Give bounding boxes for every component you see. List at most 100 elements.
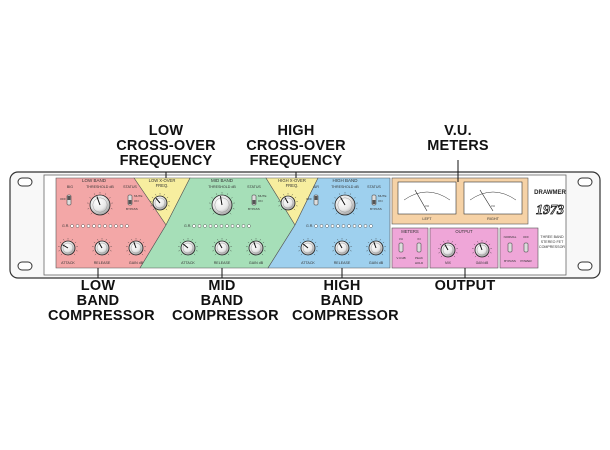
- low-crossover-callout: LOW CROSS-OVER FREQUENCY: [116, 124, 216, 169]
- low-band-line-3: COMPRESSOR: [48, 308, 155, 324]
- output-callout: OUTPUT: [425, 279, 505, 294]
- low-crossover-line-1: LOW: [148, 123, 184, 139]
- low-attack-label: ATTACK: [61, 261, 75, 265]
- mid-band-title: MID BAND: [211, 178, 234, 183]
- mid-band-callout: MID BAND COMPRESSOR: [172, 278, 279, 324]
- rack-hole-bottom-left: [17, 261, 33, 271]
- gr-led: [114, 224, 118, 228]
- mid-attack-knob[interactable]: [178, 238, 198, 256]
- mid-band-line-3: COMPRESSOR: [172, 308, 279, 324]
- high-on-label: ON: [378, 199, 383, 203]
- output-mix-knob[interactable]: [438, 240, 458, 258]
- gr-led: [347, 224, 351, 228]
- mid-band-line-2: BAND: [200, 293, 244, 309]
- gr-led: [81, 224, 85, 228]
- high-gain-label: GAIN dB: [369, 261, 384, 265]
- output-title: OUTPUT: [455, 229, 473, 234]
- meters-in-out-switch[interactable]: [416, 242, 422, 253]
- high-band-callout: HIGH BAND COMPRESSOR: [292, 279, 399, 324]
- power-switch[interactable]: [523, 242, 529, 253]
- high-gain-knob[interactable]: [366, 238, 386, 256]
- output-line-1: OUTPUT: [434, 278, 496, 294]
- mid-threshold-knob[interactable]: [209, 192, 235, 216]
- low-big-switch[interactable]: [66, 194, 72, 206]
- low-threshold-label: THRESHOLD dB: [86, 185, 114, 189]
- high-threshold-label: THRESHOLD dB: [331, 185, 359, 189]
- low-gain-knob[interactable]: [126, 238, 146, 256]
- high-crossover-line-2: CROSS-OVER: [246, 138, 346, 154]
- low-attack-knob[interactable]: [58, 238, 78, 256]
- high-xover-title-1: HIGH X-OVER: [278, 178, 306, 183]
- gr-led: [336, 224, 340, 228]
- gr-led: [319, 224, 324, 228]
- low-threshold-knob[interactable]: [87, 192, 113, 216]
- vu-right-scale-label: VU: [491, 204, 495, 208]
- mid-band-line-1: MID: [208, 278, 236, 294]
- bypass-switch[interactable]: [507, 242, 513, 253]
- led-row-mid: [192, 224, 251, 228]
- low-band-title: LOW BAND: [82, 178, 107, 183]
- low-mute-label: MUTE: [134, 194, 143, 198]
- gr-led: [119, 224, 124, 228]
- gr-led: [247, 224, 251, 228]
- mid-release-knob[interactable]: [212, 238, 232, 256]
- mid-release-label: RELEASE: [214, 261, 231, 265]
- gr-led: [314, 224, 318, 228]
- low-gain-label: GAIN dB: [129, 261, 144, 265]
- low-status-switch[interactable]: [127, 194, 133, 206]
- rack-hole-top-right: [577, 177, 593, 187]
- low-release-knob[interactable]: [92, 238, 112, 256]
- meters-in-label: IN: [418, 237, 421, 241]
- led-row-high: [314, 224, 373, 228]
- high-status-switch[interactable]: [371, 194, 377, 206]
- mid-status-switch[interactable]: [251, 194, 257, 206]
- gr-led: [197, 224, 202, 228]
- gr-led: [325, 224, 329, 228]
- low-status-label: STATUS: [123, 185, 137, 189]
- high-bypass-label: BYPASS: [370, 207, 382, 211]
- brand-name: DRAWMER: [534, 190, 566, 196]
- mid-status-label: STATUS: [247, 185, 261, 189]
- high-xover-knob[interactable]: [278, 193, 298, 211]
- model-number: 1973: [536, 203, 564, 218]
- normal-label: NORMAL: [504, 235, 517, 239]
- high-band-line-3: COMPRESSOR: [292, 308, 399, 324]
- off-power-label: OFF: [523, 235, 529, 239]
- high-crossover-line-1: HIGH: [277, 123, 315, 139]
- gr-led: [70, 224, 74, 228]
- meters-hold-label: HOLD: [415, 261, 424, 265]
- high-release-knob[interactable]: [332, 238, 352, 256]
- gr-led: [341, 224, 346, 228]
- gr-led: [214, 224, 218, 228]
- high-threshold-knob[interactable]: [332, 192, 358, 216]
- description-line-3: COMPRESSOR: [539, 245, 565, 249]
- gr-led: [103, 224, 107, 228]
- big-label: BIG: [67, 185, 73, 189]
- vu-left-scale-label: VU: [425, 204, 429, 208]
- gr-led: [236, 224, 240, 228]
- bypass-sw-label: BYPASS: [504, 259, 516, 263]
- meters-vu-switch[interactable]: [398, 242, 404, 253]
- gr-led: [86, 224, 91, 228]
- high-crossover-callout: HIGH CROSS-OVER FREQUENCY: [246, 124, 346, 169]
- high-band-line-2: BAND: [320, 293, 364, 309]
- mid-gain-knob[interactable]: [246, 238, 266, 256]
- gr-led: [225, 224, 229, 228]
- output-gain-knob[interactable]: [472, 240, 492, 258]
- gr-label-mid: G.R.: [184, 224, 191, 228]
- low-crossover-line-2: CROSS-OVER: [116, 138, 216, 154]
- low-band-callout: LOW BAND COMPRESSOR: [48, 278, 155, 324]
- rack-hole-top-left: [17, 177, 33, 187]
- gr-led: [363, 224, 368, 228]
- low-band-line-1: LOW: [80, 278, 116, 294]
- low-xover-knob[interactable]: [150, 193, 170, 211]
- high-attack-knob[interactable]: [298, 238, 318, 256]
- description-line-1: THREE BAND: [540, 235, 564, 239]
- meters-peak-label: PEAK: [415, 256, 423, 260]
- high-off-label: OFF: [306, 197, 312, 201]
- power-label: POWER: [520, 259, 532, 263]
- led-row-low: [70, 224, 129, 228]
- high-air-switch[interactable]: [313, 194, 319, 206]
- low-band-line-2: BAND: [76, 293, 120, 309]
